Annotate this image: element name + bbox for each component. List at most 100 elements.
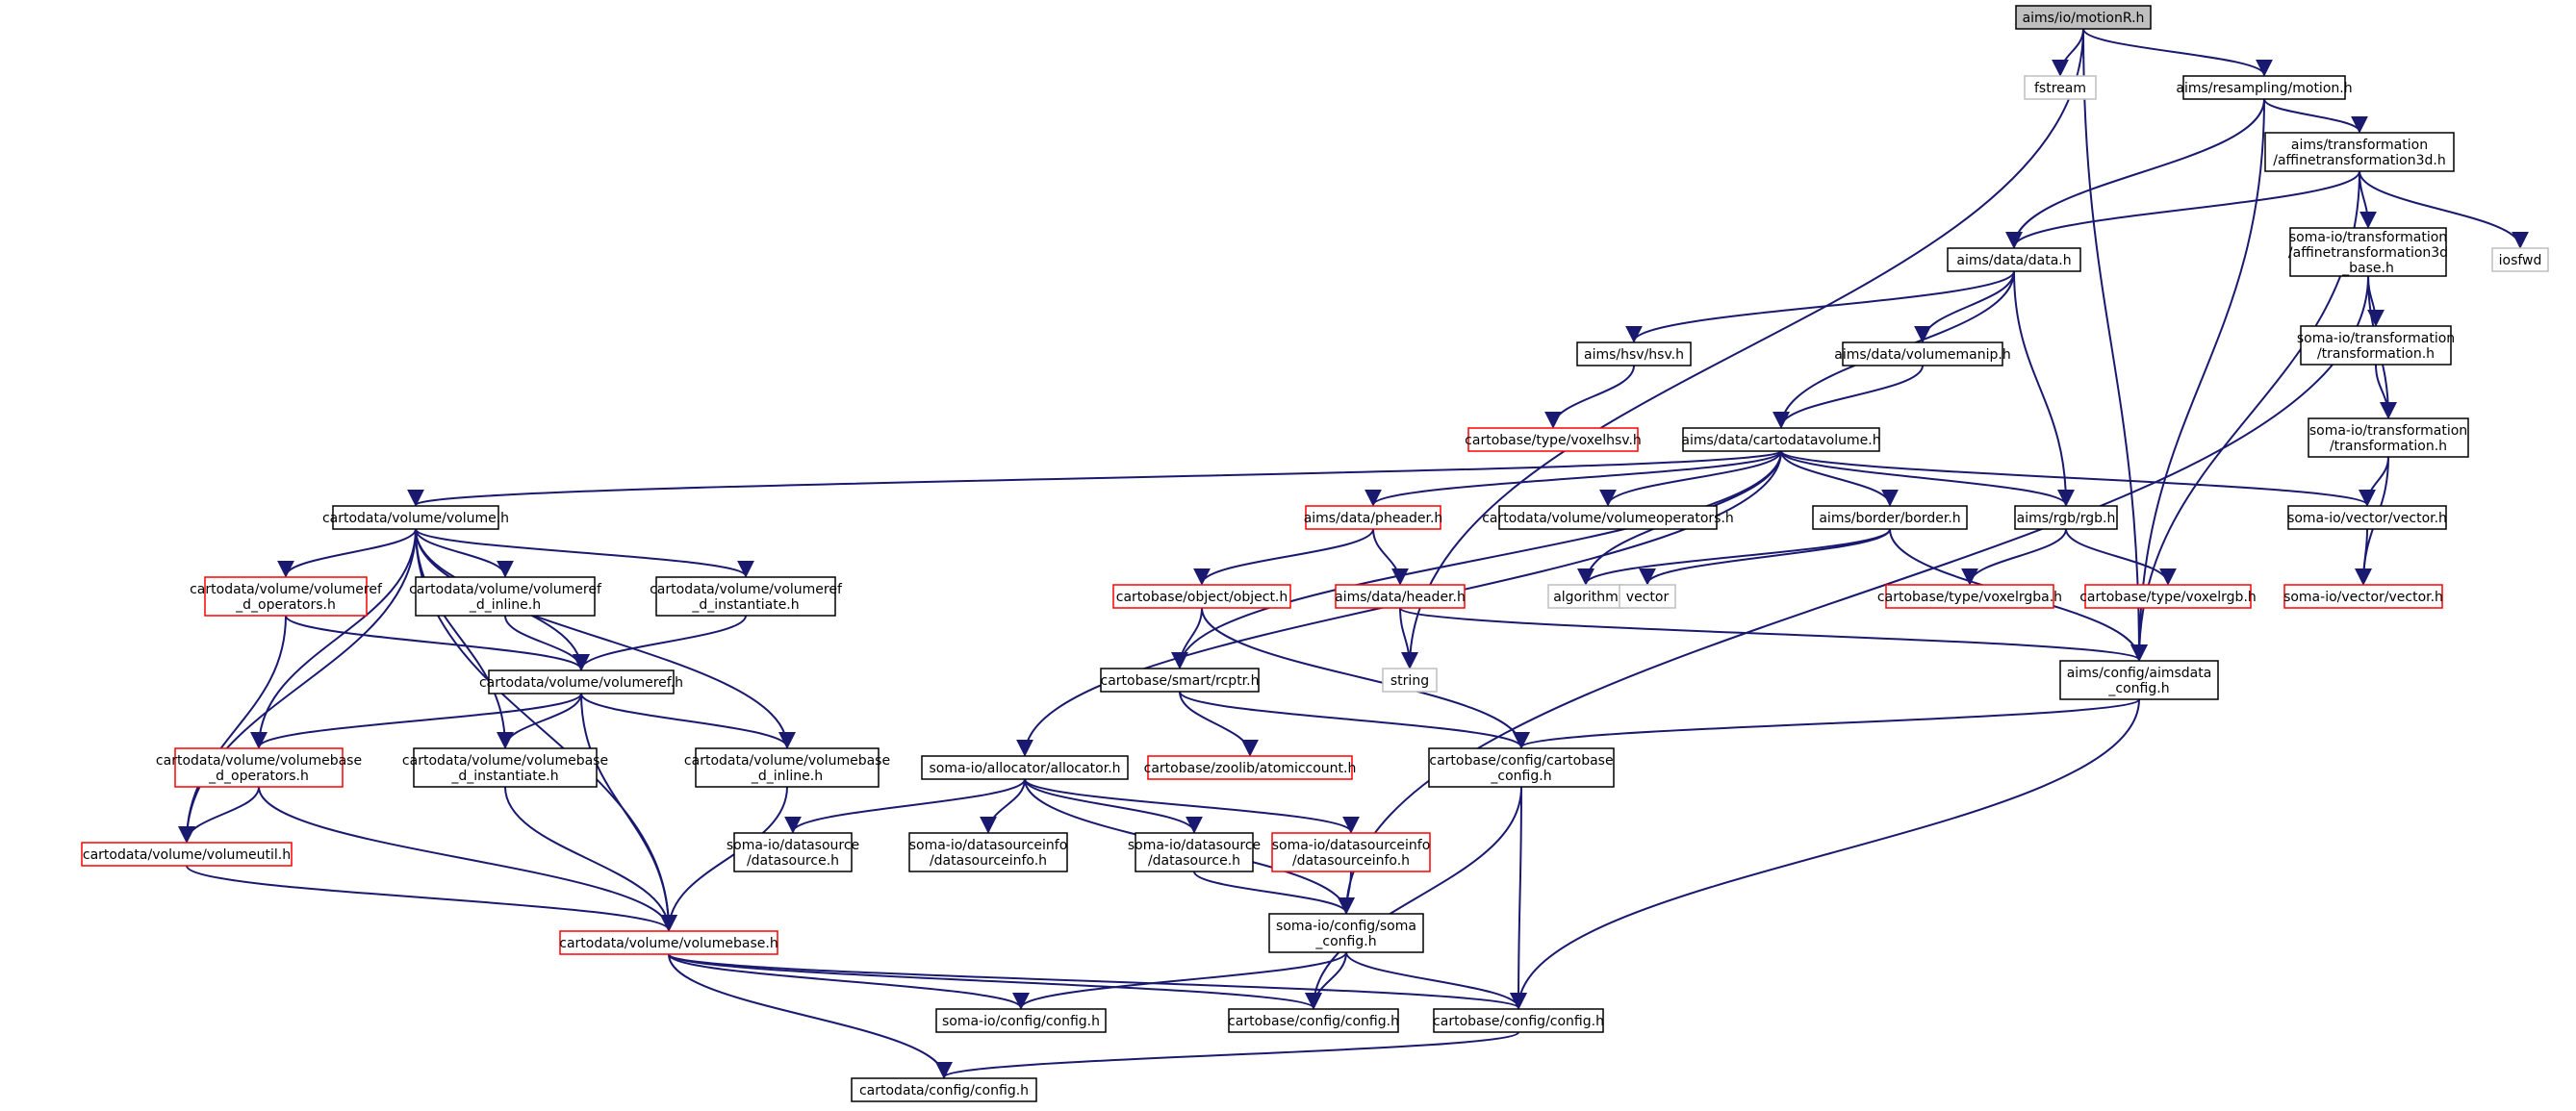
node-cdvolume[interactable]: aims/data/cartodatavolume.h	[1681, 427, 1881, 452]
node-fstream[interactable]: fstream	[2024, 75, 2097, 100]
node-hsv[interactable]: aims/hsv/hsv.h	[1576, 341, 1692, 366]
edge-volref-to-vbinst	[497, 693, 582, 749]
node-voxelrgba[interactable]: cartobase/type/voxelrgba.h	[1877, 584, 2062, 609]
edge-somaVector-to-somaVector2	[2355, 528, 2373, 586]
node-somaTrans1[interactable]: soma-io/transformation/transformation.h	[2297, 325, 2455, 366]
node-volbase[interactable]: cartodata/volume/volumebase.h	[559, 930, 778, 955]
node-data[interactable]: aims/data/data.h	[1947, 247, 2081, 272]
edge-vbinline-to-volbase	[660, 786, 788, 932]
node-vbinst-label-0: cartodata/volume/volumebase	[402, 753, 608, 769]
node-vbops-label-1: _d_operators.h	[208, 769, 309, 784]
edge-cdvolume-to-pheader	[1365, 450, 1782, 507]
node-volmanip-box	[1842, 341, 2003, 366]
node-vrefinline[interactable]: cartodata/volume/volumeref_d_inline.h	[409, 576, 602, 617]
node-motion[interactable]: aims/resampling/motion.h	[2176, 75, 2353, 100]
node-vrefinline-label-1: _d_inline.h	[469, 597, 541, 613]
node-border-box	[1812, 505, 1968, 530]
node-cbConfigH2[interactable]: cartobase/config/config.h	[1433, 1008, 1604, 1033]
node-cbConfig[interactable]: cartobase/config/cartobase_config.h	[1428, 747, 1615, 788]
node-dsinfo2-label-0: soma-io/datasourceinfo	[1272, 838, 1431, 853]
node-somaAffine[interactable]: soma-io/transformation/affinetransformat…	[2288, 227, 2448, 277]
edge-vrefops-to-volutil	[178, 615, 287, 844]
edge-somaTrans1-to-somaTrans2	[2375, 364, 2397, 419]
node-volref[interactable]: cartodata/volume/volumeref.h	[479, 669, 683, 694]
node-iosfwd[interactable]: iosfwd	[2491, 247, 2549, 272]
node-dsinfo1[interactable]: soma-io/datasourceinfo/datasourceinfo.h	[908, 832, 1068, 872]
node-affine3d-label-1: /affinetransformation3d.h	[2273, 153, 2445, 168]
node-vector[interactable]: vector	[1619, 584, 1676, 609]
edge-allocator-to-datasource1	[784, 778, 1026, 834]
node-header[interactable]: aims/data/header.h	[1335, 584, 1466, 609]
edge-vrefinst-to-volref	[573, 615, 747, 671]
node-volops[interactable]: cartodata/volume/volumeoperators.h	[1482, 505, 1734, 530]
node-cdConfigH[interactable]: cartodata/config/config.h	[851, 1077, 1037, 1102]
node-rgb[interactable]: aims/rgb/rgb.h	[2014, 505, 2118, 530]
node-affine3d[interactable]: aims/transformation/affinetransformation…	[2264, 132, 2455, 172]
node-vbinline[interactable]: cartodata/volume/volumebase_d_inline.h	[684, 747, 890, 788]
node-motionR[interactable]: aims/io/motionR.h	[2015, 5, 2152, 30]
node-atomiccount[interactable]: cartobase/zoolib/atomiccount.h	[1144, 755, 1357, 780]
node-volume[interactable]: cartodata/volume/volume.h	[322, 505, 509, 530]
edge-layer	[178, 28, 2529, 1079]
edge-header-to-aimsdataConfig	[1399, 607, 2148, 662]
node-vbops[interactable]: cartodata/volume/volumebase_d_operators.…	[156, 747, 362, 788]
edge-somaAffine-to-somaConfig	[1338, 275, 2369, 915]
node-data-label-0: aims/data/data.h	[1956, 253, 2071, 268]
node-volmanip[interactable]: aims/data/volumemanip.h	[1834, 341, 2011, 366]
edge-object-to-rcptr	[1171, 607, 1203, 669]
edge-rgb-to-voxelrgb	[2065, 528, 2177, 586]
node-cbConfigH1[interactable]: cartobase/config/config.h	[1228, 1008, 1399, 1033]
node-somaVector-box	[2287, 505, 2447, 530]
node-dsinfo2-label-1: /datasourceinfo.h	[1292, 853, 1410, 869]
node-allocator-box	[921, 755, 1129, 780]
node-allocator[interactable]: soma-io/allocator/allocator.h	[921, 755, 1129, 780]
node-cdvolume-box	[1682, 427, 1880, 452]
node-voxelrgb[interactable]: cartobase/type/voxelrgb.h	[2079, 584, 2257, 609]
node-volbase-label-0: cartodata/volume/volumebase.h	[559, 936, 778, 951]
edge-motionR-to-string	[1401, 28, 2084, 669]
edge-hsv-to-voxelhsv	[1544, 365, 1635, 429]
node-volops-box	[1498, 505, 1718, 530]
node-vrefops[interactable]: cartodata/volume/volumeref_d_operators.h	[190, 576, 383, 617]
node-vrefinline-box	[415, 576, 596, 617]
node-aimsdataConfig-label-0: aims/config/aimsdata	[2067, 666, 2212, 681]
node-vrefinst[interactable]: cartodata/volume/volumeref_d_instantiate…	[650, 576, 843, 617]
node-somaConfigH[interactable]: soma-io/config/config.h	[935, 1008, 1107, 1033]
node-somaVector2[interactable]: soma-io/vector/vector.h	[2283, 584, 2443, 609]
node-pheader[interactable]: aims/data/pheader.h	[1304, 505, 1443, 530]
node-aimsdataConfig[interactable]: aims/config/aimsdata_config.h	[2059, 660, 2219, 700]
node-border[interactable]: aims/border/border.h	[1812, 505, 1968, 530]
edge-data-to-hsv	[1625, 270, 2015, 343]
node-vrefinst-label-1: _d_instantiate.h	[691, 597, 799, 613]
node-hsv-label-0: aims/hsv/hsv.h	[1584, 347, 1684, 363]
node-datasource1-label-0: soma-io/datasource	[727, 838, 859, 853]
node-rcptr-box	[1100, 668, 1260, 693]
node-voxelhsv[interactable]: cartobase/type/voxelhsv.h	[1465, 427, 1642, 452]
edge-aimsdataConfig-to-cbConfig	[1513, 698, 2140, 749]
node-string[interactable]: string	[1382, 668, 1438, 693]
node-datasource1-label-1: /datasource.h	[747, 853, 839, 869]
node-somaTrans2-label-1: /transformation.h	[2330, 439, 2447, 454]
node-vbinst[interactable]: cartodata/volume/volumebase_d_instantiat…	[402, 747, 608, 788]
node-somaVector[interactable]: soma-io/vector/vector.h	[2287, 505, 2447, 530]
node-datasource2-label-0: soma-io/datasource	[1128, 838, 1261, 853]
node-volutil[interactable]: cartodata/volume/volumeutil.h	[81, 842, 293, 867]
node-string-box	[1382, 668, 1438, 693]
node-object[interactable]: cartobase/object/object.h	[1112, 584, 1291, 609]
node-dsinfo1-box	[908, 832, 1068, 872]
node-vbinline-label-0: cartodata/volume/volumebase	[684, 753, 890, 769]
edge-rcptr-to-atomiccount	[1179, 691, 1259, 757]
edge-volume-to-vrefops	[277, 528, 417, 578]
edge-volbase-to-cdConfigH	[668, 953, 953, 1079]
node-somaConfig-label-0: soma-io/config/soma	[1276, 919, 1416, 934]
node-rcptr[interactable]: cartobase/smart/rcptr.h	[1100, 668, 1260, 693]
node-dsinfo2[interactable]: soma-io/datasourceinfo/datasourceinfo.h	[1271, 832, 1431, 872]
node-volref-label-0: cartodata/volume/volumeref.h	[479, 675, 683, 691]
node-iosfwd-box	[2491, 247, 2549, 272]
edge-allocator-to-dsinfo1	[980, 778, 1026, 834]
node-algorithm[interactable]: algorithm	[1547, 584, 1624, 609]
node-datasource1[interactable]: soma-io/datasource/datasource.h	[727, 832, 859, 872]
node-datasource2[interactable]: soma-io/datasource/datasource.h	[1128, 832, 1261, 872]
node-somaTrans2[interactable]: soma-io/transformation/transformation.h	[2308, 417, 2469, 458]
node-somaConfig[interactable]: soma-io/config/soma_config.h	[1268, 913, 1424, 953]
